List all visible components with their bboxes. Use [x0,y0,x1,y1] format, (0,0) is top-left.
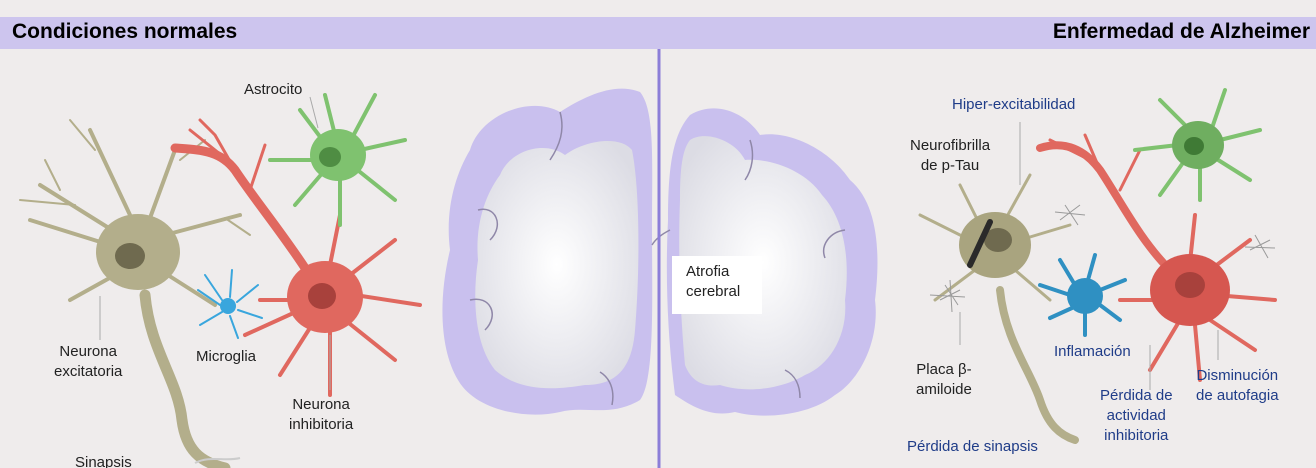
header-band: Condiciones normales Enfermedad de Alzhe… [0,17,1316,49]
label-autophagy-decrease: Disminuciónde autofagia [1196,366,1279,406]
label-amyloid-plaque: Placa β-amiloide [916,360,972,400]
label-microglia: Microglia [196,347,256,367]
title-alzheimer: Enfermedad de Alzheimer [1053,20,1310,44]
astrocyte-normal [270,95,405,225]
title-normal-conditions: Condiciones normales [12,20,237,44]
microglia-normal [198,270,262,338]
excitatory-neuron-alzheimer [920,175,1075,440]
label-inflammation: Inflamación [1054,342,1131,362]
label-inhibitory-loss: Pérdida deactividadinhibitoria [1100,386,1173,446]
excitatory-neuron-normal [20,120,250,468]
microglia-alzheimer [1040,255,1125,335]
label-synapse-loss: Pérdida de sinapsis [907,437,1038,457]
label-ptau-tangle: Neurofibrillade p-Tau [910,136,990,176]
label-brain-atrophy: Atrofiacerebral [686,262,740,302]
label-astrocyte: Astrocito [244,80,302,100]
brain-slice-normal [442,89,652,415]
label-synapse: Sinapsis [75,453,132,468]
label-hyperexcitability: Hiper-excitabilidad [952,95,1075,115]
label-inhibitory-neuron: Neuronainhibitoria [289,395,353,435]
astrocyte-alzheimer [1135,90,1260,200]
label-excitatory-neuron: Neuronaexcitatoria [54,342,122,382]
